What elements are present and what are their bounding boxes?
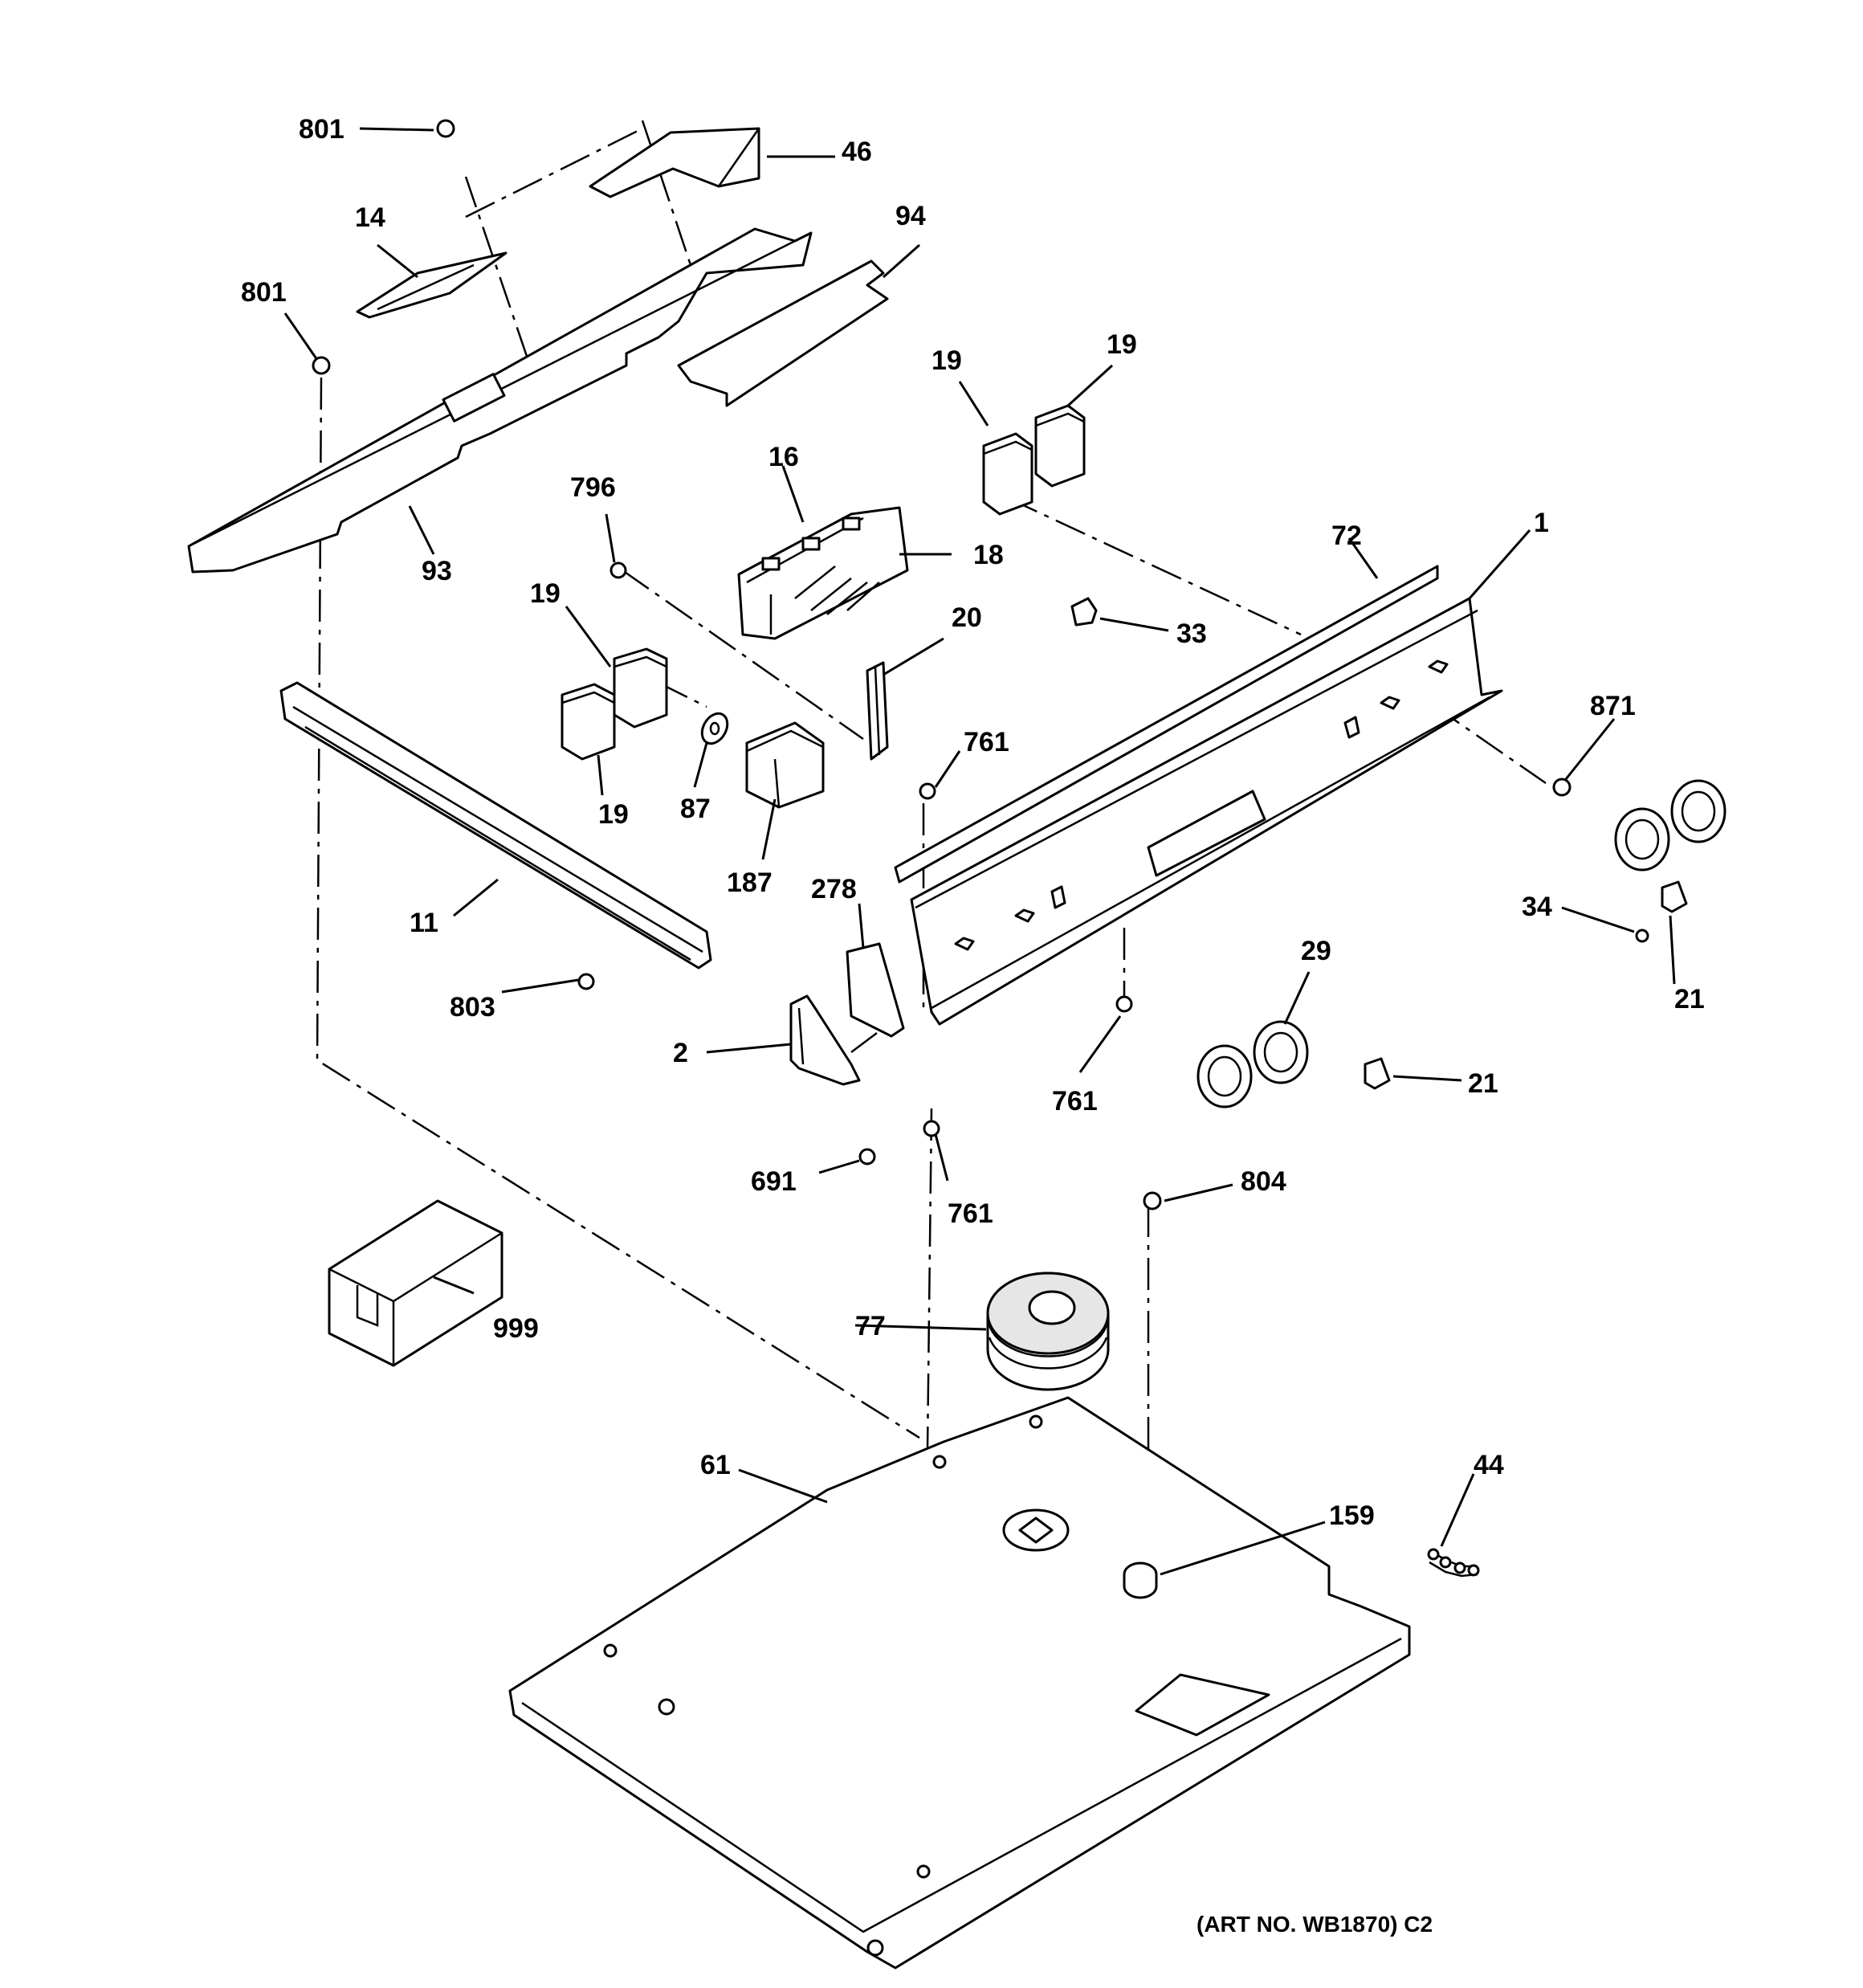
- callout-93: 93: [422, 556, 452, 586]
- part-61-tray: [508, 1396, 1411, 1970]
- part-20-bracket: [866, 661, 889, 761]
- part-21-switch-a: [1364, 1057, 1391, 1090]
- part-19-switch-d: [561, 683, 616, 761]
- callout-72: 72: [1331, 520, 1362, 551]
- callout-14: 14: [355, 202, 385, 233]
- callout-46: 46: [842, 137, 872, 167]
- part-94-sheet: [677, 259, 889, 407]
- part-93-panel: [187, 227, 813, 574]
- part-72-trim: [894, 565, 1439, 884]
- callout-29: 29: [1301, 936, 1331, 966]
- part-87-washer: [700, 712, 729, 745]
- part-187-cover: [745, 721, 825, 809]
- callout-21-right: 21: [1674, 984, 1705, 1014]
- callout-19-front-a: 19: [530, 578, 561, 609]
- callout-801-left: 801: [241, 277, 287, 308]
- callout-21-mid: 21: [1468, 1068, 1498, 1099]
- callout-labels: 801 46 14 94 801 19 19 16 796 18 93 72 1…: [241, 114, 1705, 1937]
- leader-lines: [283, 127, 1676, 1576]
- callout-19-rear-b: 19: [1107, 329, 1137, 360]
- part-29-knob-a: [1196, 1044, 1253, 1108]
- callout-77: 77: [855, 1311, 886, 1341]
- part-14-plate: [356, 251, 508, 319]
- part-1-control-panel: [910, 597, 1503, 1026]
- callout-87: 87: [680, 794, 711, 824]
- callout-691: 691: [751, 1166, 797, 1197]
- callout-1: 1: [1534, 508, 1549, 538]
- part-999-carton: [328, 1199, 503, 1367]
- callout-803: 803: [450, 992, 495, 1023]
- callout-761-bottom: 761: [948, 1198, 993, 1229]
- part-44-clip: [1427, 1548, 1480, 1578]
- part-77-coil: [986, 1272, 1110, 1391]
- callout-761-mid: 761: [1052, 1086, 1098, 1116]
- part-46-bracket: [589, 127, 760, 198]
- callout-34: 34: [1522, 892, 1552, 922]
- part-29-knob-b: [1253, 1020, 1309, 1084]
- part-29-knob-d: [1670, 779, 1726, 843]
- part-19-switch-c: [613, 647, 668, 729]
- callout-33: 33: [1176, 618, 1207, 649]
- callout-19-rear-a: 19: [932, 345, 962, 376]
- callout-94: 94: [895, 201, 926, 231]
- part-16-control: [737, 506, 909, 640]
- callout-61: 61: [700, 1450, 731, 1480]
- callout-159: 159: [1329, 1500, 1375, 1531]
- art-number: (ART NO. WB1870) C2: [1196, 1912, 1433, 1937]
- part-159-thermostat: [1123, 1561, 1158, 1599]
- part-11-rail: [279, 681, 712, 970]
- callout-11: 11: [410, 908, 438, 938]
- part-278-bracket: [846, 942, 905, 1038]
- callout-44: 44: [1474, 1450, 1504, 1480]
- part-21-switch-b: [1661, 880, 1688, 913]
- part-19-switch-a: [982, 432, 1033, 516]
- part-33-connector: [1070, 597, 1098, 627]
- callout-19-front-b: 19: [598, 799, 629, 830]
- callout-2: 2: [673, 1038, 688, 1068]
- callout-871: 871: [1590, 691, 1636, 721]
- callout-20: 20: [952, 602, 982, 633]
- callout-18: 18: [973, 540, 1004, 570]
- callout-278: 278: [811, 874, 857, 904]
- part-19-switch-b: [1034, 404, 1086, 488]
- callout-761-top: 761: [964, 727, 1009, 757]
- callout-999: 999: [493, 1313, 539, 1344]
- callout-796: 796: [570, 472, 616, 503]
- screws: [312, 119, 1649, 1210]
- callout-804: 804: [1241, 1166, 1286, 1197]
- callout-187: 187: [727, 867, 773, 898]
- callout-801-top: 801: [299, 114, 344, 145]
- callout-16: 16: [768, 442, 799, 472]
- part-2-end-cap: [789, 994, 861, 1086]
- part-29-knob-c: [1614, 807, 1670, 872]
